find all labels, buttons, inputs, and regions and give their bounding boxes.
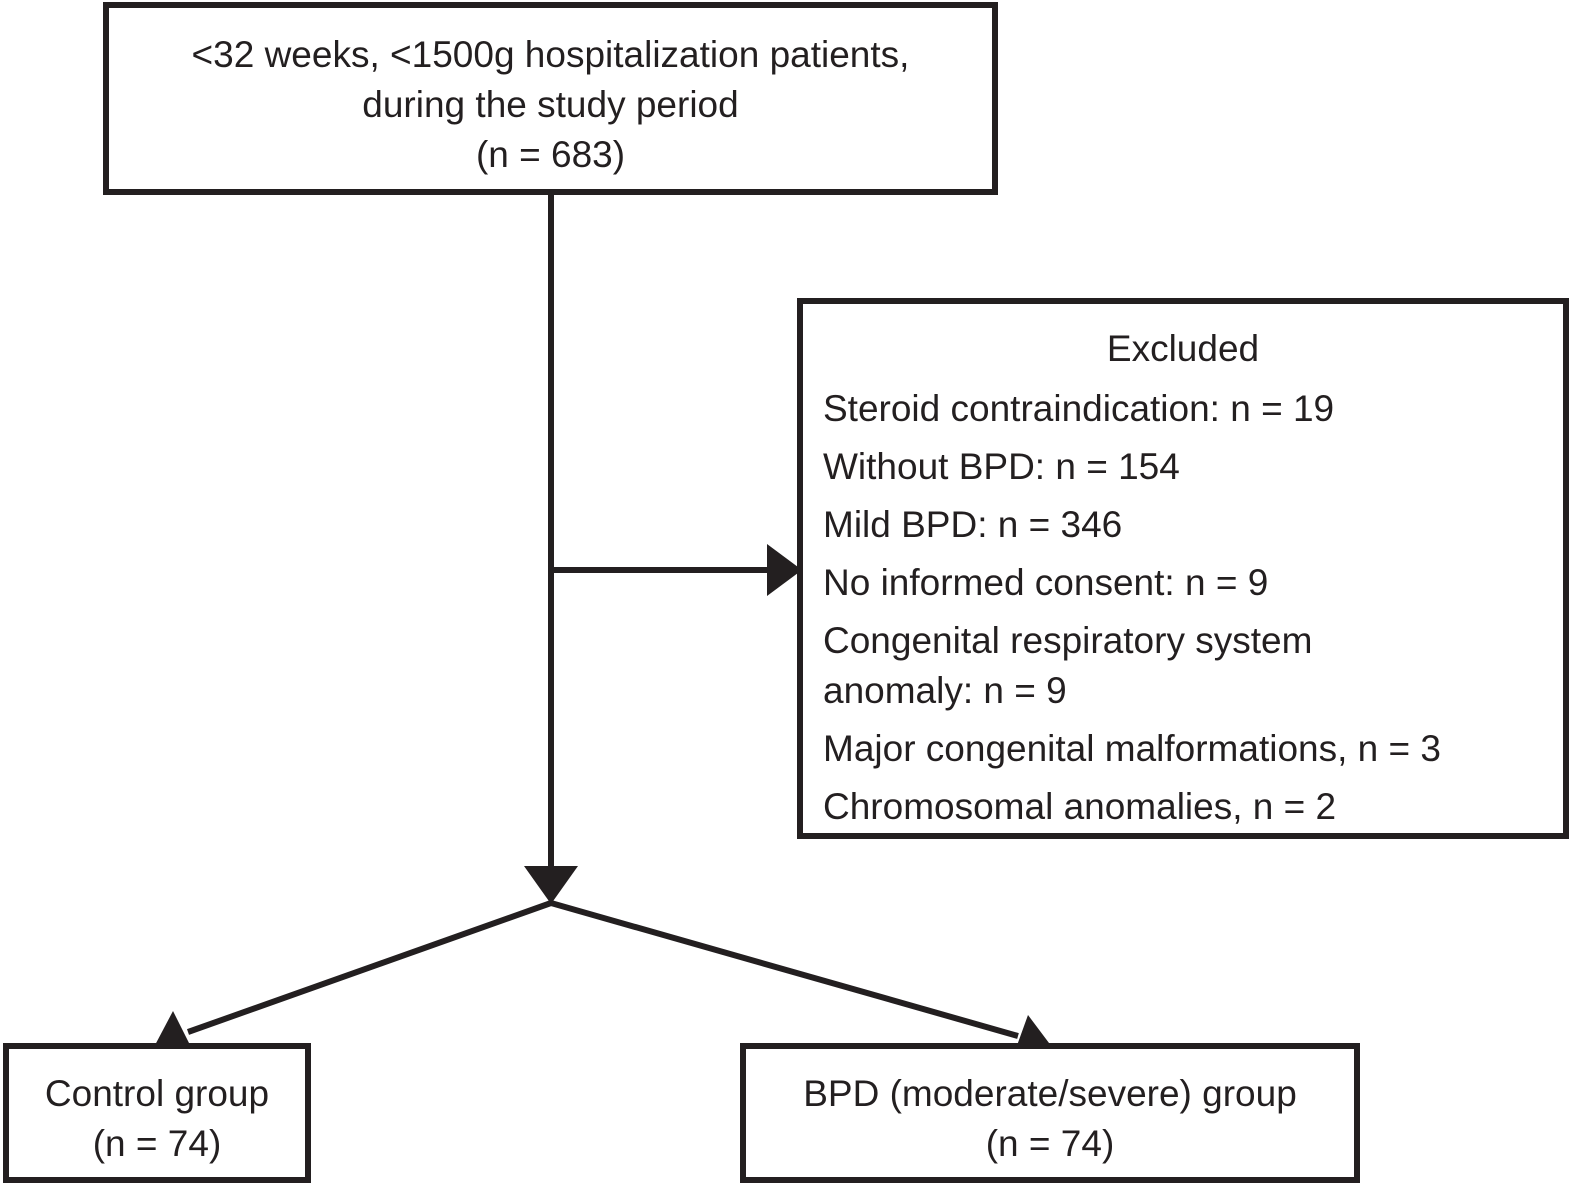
population-criteria-text: <32 weeks, <1500g hospitalization patien… [191, 34, 910, 75]
population-count: (n = 683) [475, 134, 626, 175]
excluded-item-mild-bpd: Mild BPD: n = 346 [823, 504, 1123, 545]
excluded-heading: Excluded [1106, 328, 1260, 369]
study-population-box: <32 weeks, <1500g hospitalization patien… [103, 2, 998, 195]
control-arrowhead [154, 1011, 190, 1047]
excluded-item-no-consent: No informed consent: n = 9 [823, 562, 1269, 603]
excluded-item-steroid: Steroid contraindication: n = 19 [823, 388, 1335, 429]
exclusion-arrowhead [767, 544, 802, 596]
control-group-label: Control group [44, 1073, 270, 1114]
bpd-branch-line [550, 900, 1019, 1039]
bpd-group-label: BPD (moderate/severe) group [803, 1073, 1297, 1114]
excluded-item-without-bpd: Without BPD: n = 154 [823, 446, 1180, 487]
control-branch-line [186, 900, 553, 1035]
population-period-text: during the study period [362, 84, 739, 125]
bpd-group-count: (n = 74) [985, 1123, 1115, 1164]
excluded-item-chromosomal: Chromosomal anomalies, n = 2 [823, 786, 1337, 827]
bpd-group-box: BPD (moderate/severe) group (n = 74) [740, 1043, 1360, 1183]
bpd-arrowhead [1015, 1015, 1052, 1051]
excluded-box: Excluded Steroid contraindication: n = 1… [797, 298, 1569, 839]
excluded-item-malformations: Major congenital malformations, n = 3 [823, 728, 1441, 769]
control-group-count: (n = 74) [92, 1123, 222, 1164]
control-group-box: Control group (n = 74) [3, 1043, 311, 1183]
down-arrowhead [524, 866, 578, 904]
excluded-item-respiratory-anomaly: Congenital respiratory system anomaly: n… [823, 620, 1313, 711]
